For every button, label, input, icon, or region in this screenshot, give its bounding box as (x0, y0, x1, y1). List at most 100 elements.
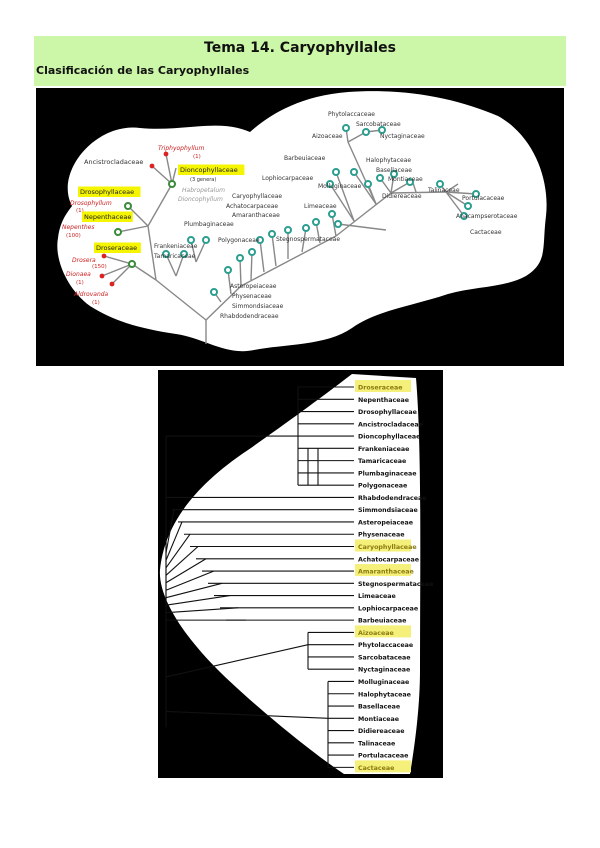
node-marker (376, 174, 384, 182)
node-marker (326, 180, 334, 188)
taxon-label-halophytaceae: Halophytaceae (366, 157, 411, 164)
taxon-label-phytolaccaceae: Phytolaccaceae (328, 111, 375, 118)
taxon-label-talinaceae: Talinaceae (427, 187, 460, 194)
branch-line (165, 582, 223, 599)
taxon-labels: Ancistrocladaceae Triphyophyllum (1) Dionco… (62, 111, 518, 320)
taxon-label-drosera: Drosera (72, 257, 96, 264)
label-highlight (178, 164, 245, 175)
node-marker (236, 254, 244, 262)
taxon-label-dionaea: Dionaea (66, 271, 91, 278)
taxon-label-nyctaginaceae: Nyctaginaceae (380, 133, 425, 140)
figure-background (57, 91, 547, 352)
cladogram-label: Halophytaceae (358, 691, 411, 698)
taxon-label-limeaceae: Limeaceae (304, 203, 337, 210)
taxon-label-didiereaceae: Didiereaceae (382, 193, 422, 200)
cladogram-label: Droseraceae (358, 385, 403, 392)
taxon-label-frankeniaceae: Frankeniaceae (154, 243, 198, 250)
cladogram-label: Achatocarpaceae (358, 556, 419, 563)
taxon-label-aldrovanda-count: (1) (92, 300, 100, 306)
node-marker (210, 288, 218, 296)
taxon-label-dioncophyllaceae-genera: (3 genera) (190, 177, 216, 183)
node-marker (224, 266, 232, 274)
taxon-label-drosophyllaceae: Drosophyllaceae (80, 188, 134, 196)
taxon-label-lophiocarpaceae: Lophiocarpaceae (262, 175, 313, 182)
genus-marker (163, 151, 169, 157)
taxon-label-habropetalum: Habropetalum (182, 187, 225, 194)
branch-line (165, 558, 207, 584)
node-marker (342, 124, 350, 132)
cladogram-svg: DroseraceaeNepenthaceaeDrosophyllaceaeAn… (159, 374, 433, 774)
cladogram-label: Caryophyllaceae (358, 544, 417, 551)
label-highlight (355, 380, 411, 392)
cladogram-labels: DroseraceaeNepenthaceaeDrosophyllaceaeAn… (355, 380, 433, 773)
genus-marker (109, 281, 115, 287)
node-marker (256, 236, 264, 244)
cladogram-label: Barbeuiaceae (358, 618, 406, 625)
taxon-label-sarcobataceae: Sarcobataceae (356, 121, 401, 128)
cladogram-label: Dioncophyllaceae (358, 434, 420, 441)
node-marker (128, 260, 136, 268)
cladogram-label: Tamaricaceae (358, 458, 406, 465)
cladogram-label: Amaranthaceae (358, 569, 414, 576)
node-marker (390, 170, 398, 178)
node-marker (334, 220, 342, 228)
cladogram-label: Didiereaceae (358, 728, 404, 735)
branch-line (165, 644, 309, 678)
label-highlight (94, 242, 141, 253)
taxon-label-dioncophyllum: Dioncophyllum (178, 196, 223, 203)
node-marker (302, 224, 310, 232)
taxon-label-montiaceae: Montiaceae (388, 176, 423, 183)
cladogram-label: Aizoaceae (358, 630, 394, 637)
branch-line (165, 570, 215, 591)
taxon-label-triphyophyllum-count: (1) (193, 154, 201, 160)
genus-marker (149, 163, 155, 169)
taxon-label-tamaricaceae: Tamaricaceae (153, 253, 196, 260)
taxon-label-aizoaceae: Aizoaceae (312, 133, 343, 140)
node-marker (464, 202, 472, 210)
cladogram-label: Nepenthaceae (358, 397, 409, 404)
label-highlight (355, 564, 411, 577)
radial-tree-svg: Ancistrocladaceae Triphyophyllum (1) Dionco… (57, 91, 547, 352)
branch-line (165, 521, 183, 561)
branch-line (165, 710, 329, 719)
node-marker (248, 248, 256, 256)
cladogram-label: Drosophyllaceae (358, 409, 417, 416)
cladogram-label: Cactaceae (358, 765, 394, 772)
taxon-label-ancistrocladaceae: Ancistrocladaceae (84, 158, 143, 166)
taxon-label-polygonaceae: Polygonaceae (218, 237, 260, 244)
page-subtitle: Clasificación de las Caryophyllales (36, 64, 250, 77)
cladogram-label: Asteropeiaceae (358, 519, 413, 526)
cladogram-label: Plumbaginaceae (358, 470, 417, 477)
taxon-label-anacampserotaceae: Anacampserotaceae (456, 213, 518, 220)
taxon-label-triphyophyllum: Triphyophyllum (158, 145, 204, 152)
cladogram-label: Talinaceae (358, 740, 395, 747)
figure-background (159, 374, 421, 774)
label-highlight (355, 625, 411, 638)
label-highlight (78, 186, 141, 197)
taxon-label-amaranthaceae: Amaranthaceae (232, 212, 280, 219)
branch-line (165, 546, 199, 576)
taxon-label-asteropeiaceae: Asteropeiaceae (230, 283, 277, 290)
cladogram-label: Portulacaceae (358, 753, 408, 760)
node-marker (332, 168, 340, 176)
branch-line (165, 533, 191, 569)
genus-marker (99, 273, 105, 279)
genus-marker (101, 253, 107, 259)
page-title: Tema 14. Caryophyllales (204, 40, 396, 56)
tree-branches (101, 127, 477, 344)
cladogram-label: Frankeniaceae (358, 446, 409, 453)
node-marker (406, 178, 414, 186)
cladogram-label: Nyctaginaceae (358, 667, 410, 674)
taxon-label-barbeuiaceae: Barbeuiaceae (284, 155, 326, 162)
taxon-label-dionaea-count: (1) (76, 280, 84, 286)
node-marker (187, 236, 195, 244)
cladogram-label: Montiaceae (358, 716, 399, 723)
taxon-label-nepenthes: Nepenthes (62, 224, 94, 231)
cladogram-label: Rhabdodendraceae (358, 495, 427, 502)
node-marker (436, 180, 444, 188)
taxon-label-drosophyllum-count: (1) (76, 208, 84, 214)
label-highlight (355, 539, 411, 552)
taxon-label-portulacaceae: Portulacaceae (462, 195, 505, 202)
node-marker (472, 190, 480, 198)
